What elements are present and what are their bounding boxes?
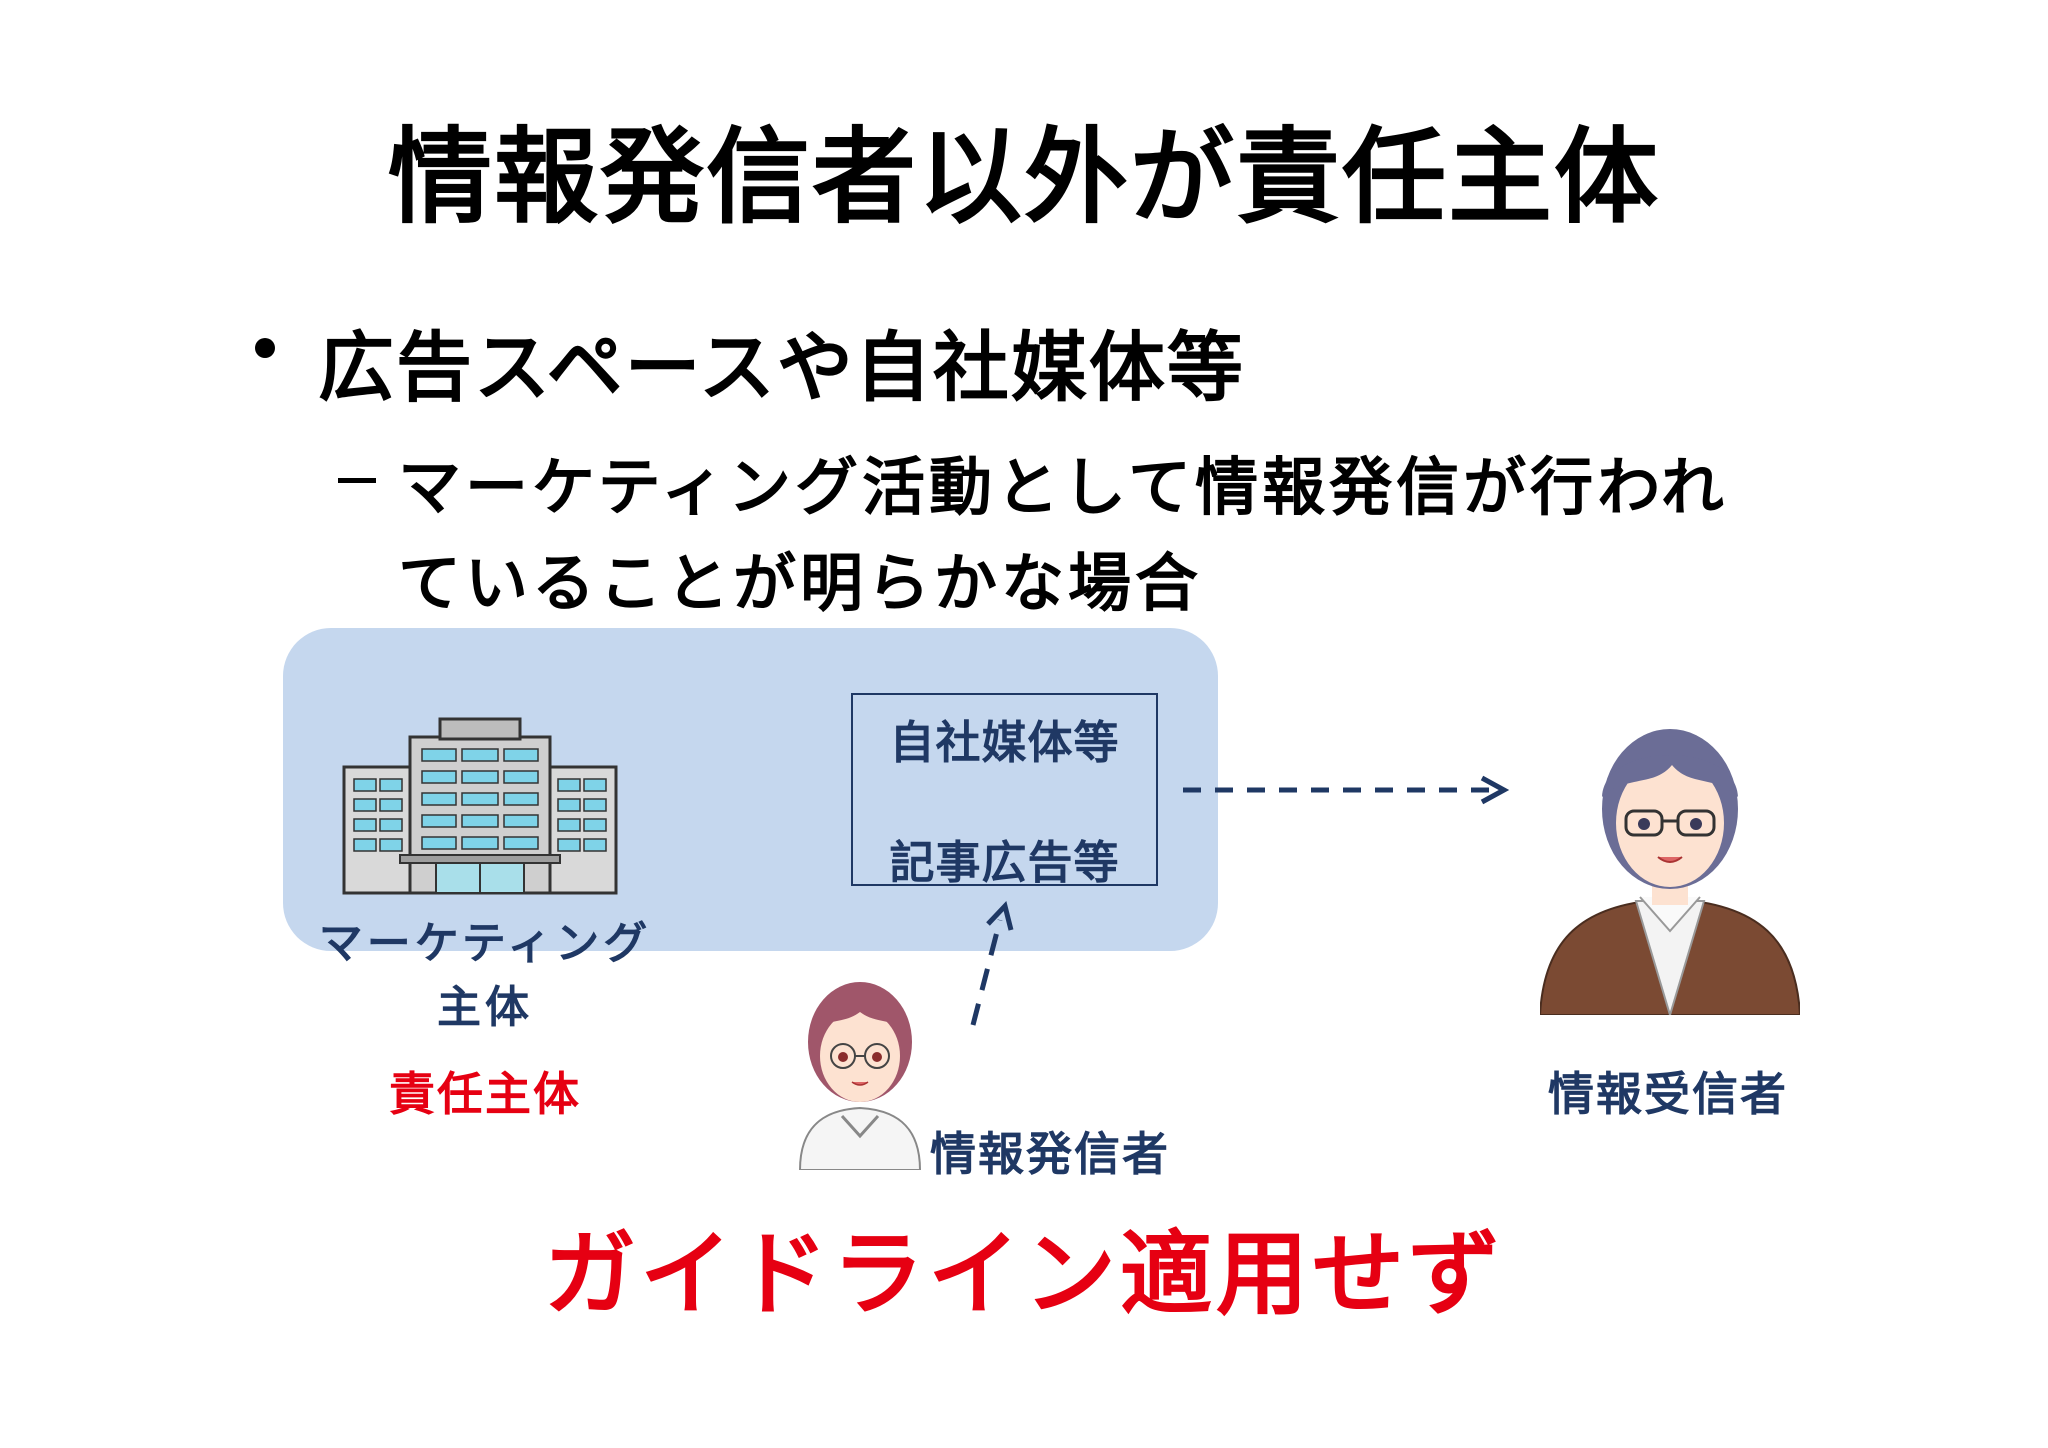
sender-label: 情報発信者 [930, 1127, 1170, 1181]
slide-title: 情報発信者以外が責任主体 [387, 116, 1660, 238]
sub-bullet-line: マーケティング活動として情報発信が行われ [398, 451, 1728, 524]
marketing-label-line: 主体 [437, 982, 533, 1033]
responsible-entity-label: 責任主体 [389, 1067, 581, 1121]
receiver-label: 情報受信者 [1548, 1067, 1788, 1121]
arrow-sender-to-media [970, 900, 1014, 1026]
media-label-own-media: 自社媒体等 [889, 716, 1120, 769]
sub-bullet-dash [338, 478, 376, 483]
conclusion-text: ガイドライン適用せず [543, 1221, 1504, 1328]
building-icon [342, 717, 618, 895]
media-label-advertorial: 記事広告等 [889, 836, 1120, 889]
sub-bullet-text: マーケティング活動として情報発信が行われ ていることが明らかな場合 [398, 440, 1798, 632]
receiver-person-icon [1540, 729, 1800, 1015]
bullet-dot [255, 338, 275, 358]
sender-person-icon [798, 982, 922, 1170]
bullet-text: 広告スペースや自社媒体等 [318, 323, 1245, 412]
arrow-to-receiver [1183, 775, 1510, 805]
media-box [851, 693, 1158, 886]
marketing-label-line: マーケティング [318, 918, 652, 969]
marketing-entity-label: マーケティング 主体 [300, 912, 670, 1040]
sub-bullet-line: ていることが明らかな場合 [398, 547, 1202, 620]
